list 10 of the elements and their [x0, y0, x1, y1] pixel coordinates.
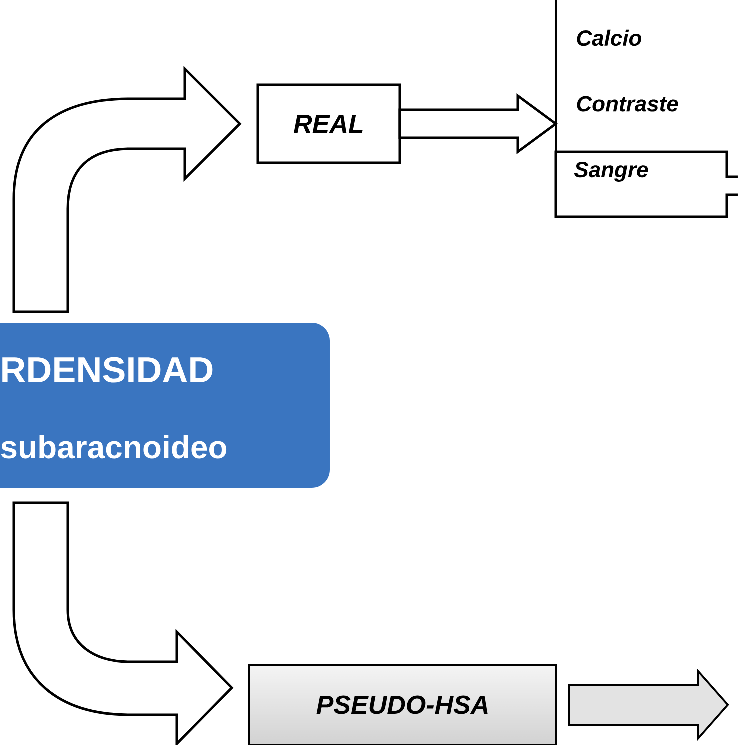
- item-label: Calcio: [577, 30, 642, 46]
- curved-block-arrow: [12, 502, 234, 745]
- curved-block-arrow: [12, 68, 242, 314]
- block-arrow: [398, 94, 558, 154]
- category-box: PSEUDO-HSA: [248, 664, 558, 745]
- bracket-box: Sangre: [554, 150, 738, 218]
- category-box: REAL: [256, 84, 402, 164]
- item-label: Contraste: [577, 96, 678, 112]
- block-arrow: [568, 668, 730, 742]
- title-box: RDENSIDAD subaracnoideo: [0, 323, 330, 488]
